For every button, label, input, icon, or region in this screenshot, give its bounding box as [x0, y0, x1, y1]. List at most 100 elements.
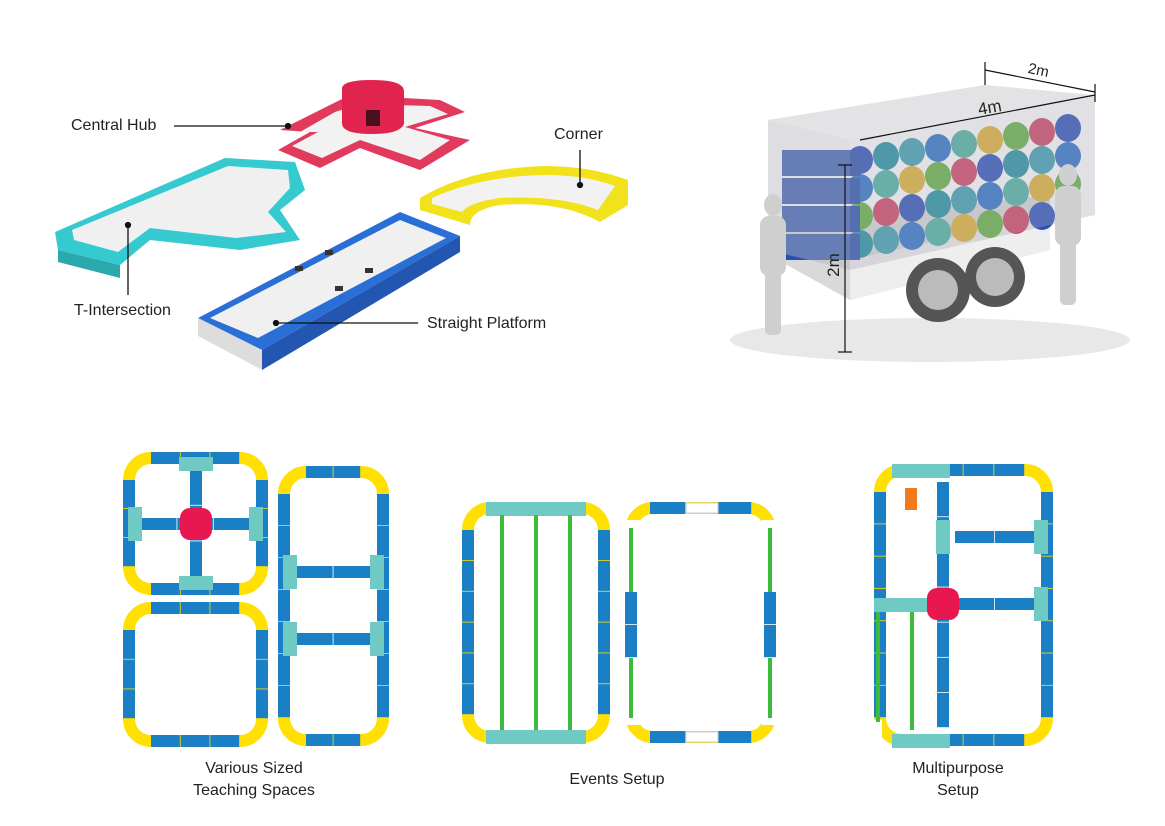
straight-piece — [256, 689, 268, 719]
straight-piece — [123, 659, 135, 689]
straight-piece — [306, 734, 333, 746]
label-corner: Corner — [554, 126, 603, 143]
straight-piece — [462, 653, 474, 684]
label-central-hub: Central Hub — [71, 117, 157, 134]
t-intersection-render — [55, 158, 305, 278]
t-intersection-piece — [486, 730, 586, 744]
storage-module — [905, 488, 917, 510]
cargo-roll — [1029, 174, 1055, 202]
straight-piece — [377, 526, 389, 558]
caption-events-line1: Events Setup — [569, 771, 665, 788]
dimension-length: 4m — [976, 96, 1004, 119]
straight-piece — [650, 731, 686, 743]
straight-piece — [650, 502, 686, 514]
straight-piece — [598, 591, 610, 622]
cargo-roll — [951, 186, 977, 214]
layout-plans — [123, 452, 1053, 748]
caption-teaching-line1: Various Sized — [205, 760, 303, 777]
cargo-roll — [899, 222, 925, 250]
gap — [685, 731, 719, 743]
cargo-roll — [782, 150, 860, 176]
straight-piece — [994, 734, 1025, 746]
straight-piece — [598, 622, 610, 653]
t-intersection-piece — [370, 622, 384, 656]
t-intersection-piece — [1034, 587, 1048, 621]
straight-piece — [151, 735, 180, 747]
straight-piece — [764, 625, 776, 658]
straight-piece — [210, 735, 240, 747]
straight-piece — [123, 480, 135, 509]
straight-piece — [764, 592, 776, 625]
corner-piece — [278, 466, 389, 746]
straight-piece — [718, 502, 752, 514]
straight-piece — [210, 602, 240, 614]
cargo-roll — [1003, 178, 1029, 206]
straight-piece — [333, 466, 361, 478]
straight-piece — [625, 625, 637, 658]
straight-piece — [180, 735, 210, 747]
straight-piece — [256, 538, 268, 567]
cargo-roll — [951, 214, 977, 242]
t-intersection-piece — [283, 622, 297, 656]
straight-piece — [333, 566, 371, 578]
cargo-roll — [977, 126, 1003, 154]
cargo-roll — [873, 142, 899, 170]
straight-piece — [1041, 685, 1053, 718]
straight-piece — [306, 466, 333, 478]
hub-tower — [341, 80, 405, 134]
cargo-roll — [925, 134, 951, 162]
straight-piece — [123, 630, 135, 659]
straight-piece — [462, 622, 474, 653]
caption-multipurpose-line1: Multipurpose — [912, 760, 1004, 777]
central-hub-piece — [927, 588, 959, 620]
central-hub-render — [278, 80, 470, 170]
straight-piece — [333, 734, 361, 746]
label-straight-platform: Straight Platform — [427, 315, 547, 332]
straight-piece — [963, 734, 994, 746]
cargo-roll — [873, 198, 899, 226]
straight-piece — [190, 541, 202, 577]
t-intersection-piece — [874, 598, 944, 612]
straight-piece — [874, 492, 886, 524]
straight-piece — [256, 480, 268, 509]
gap — [685, 502, 719, 514]
caption-multipurpose-line2: Setup — [937, 782, 979, 799]
caption-teaching-line2: Teaching Spaces — [193, 782, 315, 799]
cargo-roll — [951, 158, 977, 186]
cargo-roll — [899, 166, 925, 194]
straight-piece — [598, 684, 610, 715]
straight-piece — [180, 602, 210, 614]
straight-piece — [462, 591, 474, 622]
straight-piece — [123, 689, 135, 719]
straight-piece — [213, 518, 250, 530]
t-intersection-piece — [249, 507, 263, 541]
straight-piece — [296, 633, 333, 645]
leader-lines — [124, 122, 584, 327]
central-hub-piece — [180, 508, 212, 540]
t-intersection-piece — [486, 502, 586, 516]
straight-piece — [598, 530, 610, 561]
cargo-roll — [782, 178, 860, 204]
straight-piece — [278, 590, 290, 622]
t-intersection-piece — [128, 507, 142, 541]
straight-piece — [995, 598, 1035, 610]
straight-piece — [1041, 621, 1053, 653]
straight-piece — [598, 653, 610, 684]
straight-piece — [141, 518, 177, 530]
straight-piece — [377, 686, 389, 718]
straight-piece — [955, 531, 995, 543]
straight-piece — [625, 592, 637, 625]
straight-piece — [598, 560, 610, 591]
cargo-roll — [1003, 150, 1029, 178]
human-figures — [760, 164, 1081, 335]
straight-piece — [256, 659, 268, 689]
cargo-roll — [925, 162, 951, 190]
cargo-roll — [951, 130, 977, 158]
straight-piece — [462, 530, 474, 561]
cargo-roll — [899, 194, 925, 222]
straight-piece — [278, 686, 290, 718]
straight-piece — [718, 731, 752, 743]
caption-teaching: Various Sized Teaching Spaces — [154, 758, 354, 802]
cargo-roll — [977, 154, 1003, 182]
